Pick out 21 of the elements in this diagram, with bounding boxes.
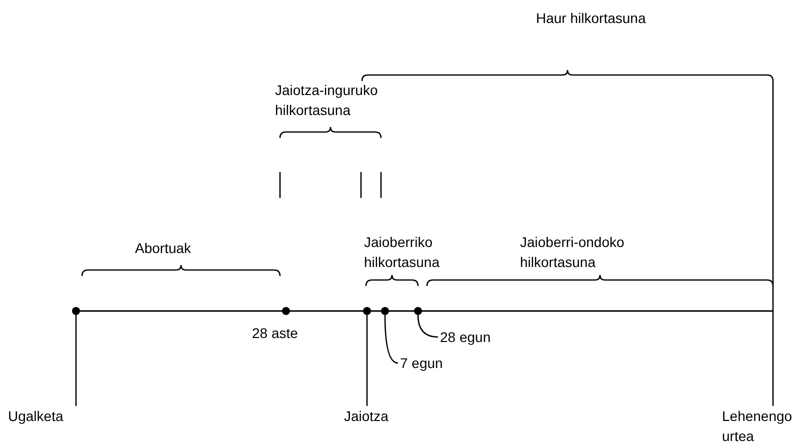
leader-line	[75, 315, 77, 406]
point-label: 7 egun	[400, 353, 470, 373]
period-label: Jaioberri-ondoko hilkortasuna	[520, 233, 626, 272]
leader-line	[772, 311, 774, 406]
point-label: Jaiotza	[344, 406, 424, 426]
point-label: 28 egun	[440, 327, 520, 347]
leader-line	[366, 315, 368, 406]
period-label: Jaioberriko hilkortasuna	[364, 233, 440, 272]
period-label: Abortuak	[135, 239, 192, 258]
point-label: Lehenengo urtea	[722, 406, 798, 445]
timeline-point	[282, 307, 290, 315]
period-label: 28 aste	[252, 324, 299, 343]
timeline-point	[72, 307, 80, 315]
timeline-point	[381, 307, 389, 315]
leader-line	[417, 314, 438, 338]
timeline-point	[363, 307, 371, 315]
leader-line	[384, 315, 398, 364]
period-label: Jaiotza-inguruko hilkortasuna	[275, 81, 379, 120]
period-label: Haur hilkortasuna	[536, 9, 646, 28]
timeline-point	[414, 307, 422, 315]
point-label: Ugalketa	[8, 406, 98, 426]
